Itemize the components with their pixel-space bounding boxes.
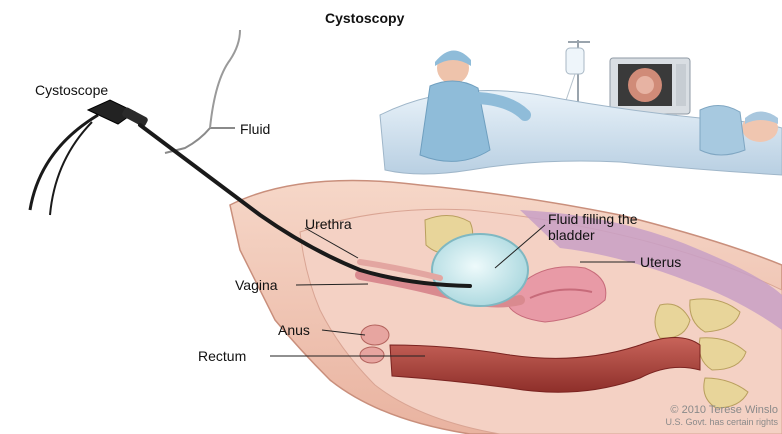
label-urethra: Urethra	[305, 216, 352, 232]
label-fluid-filling-bladder: Fluid filling the bladder	[548, 211, 666, 243]
credit-line-1: © 2010 Terese Winslo	[665, 404, 778, 416]
label-vagina: Vagina	[235, 277, 278, 293]
label-uterus: Uterus	[640, 254, 681, 270]
credit-line-2: U.S. Govt. has certain rights	[665, 416, 778, 428]
label-fluid: Fluid	[240, 121, 270, 137]
label-rectum: Rectum	[198, 348, 246, 364]
label-cystoscope: Cystoscope	[35, 82, 108, 98]
copyright-credit: © 2010 Terese Winslo U.S. Govt. has cert…	[665, 404, 778, 428]
diagram-title: Cystoscopy	[325, 10, 404, 26]
label-anus: Anus	[278, 322, 310, 338]
procedure-scene	[380, 40, 782, 175]
